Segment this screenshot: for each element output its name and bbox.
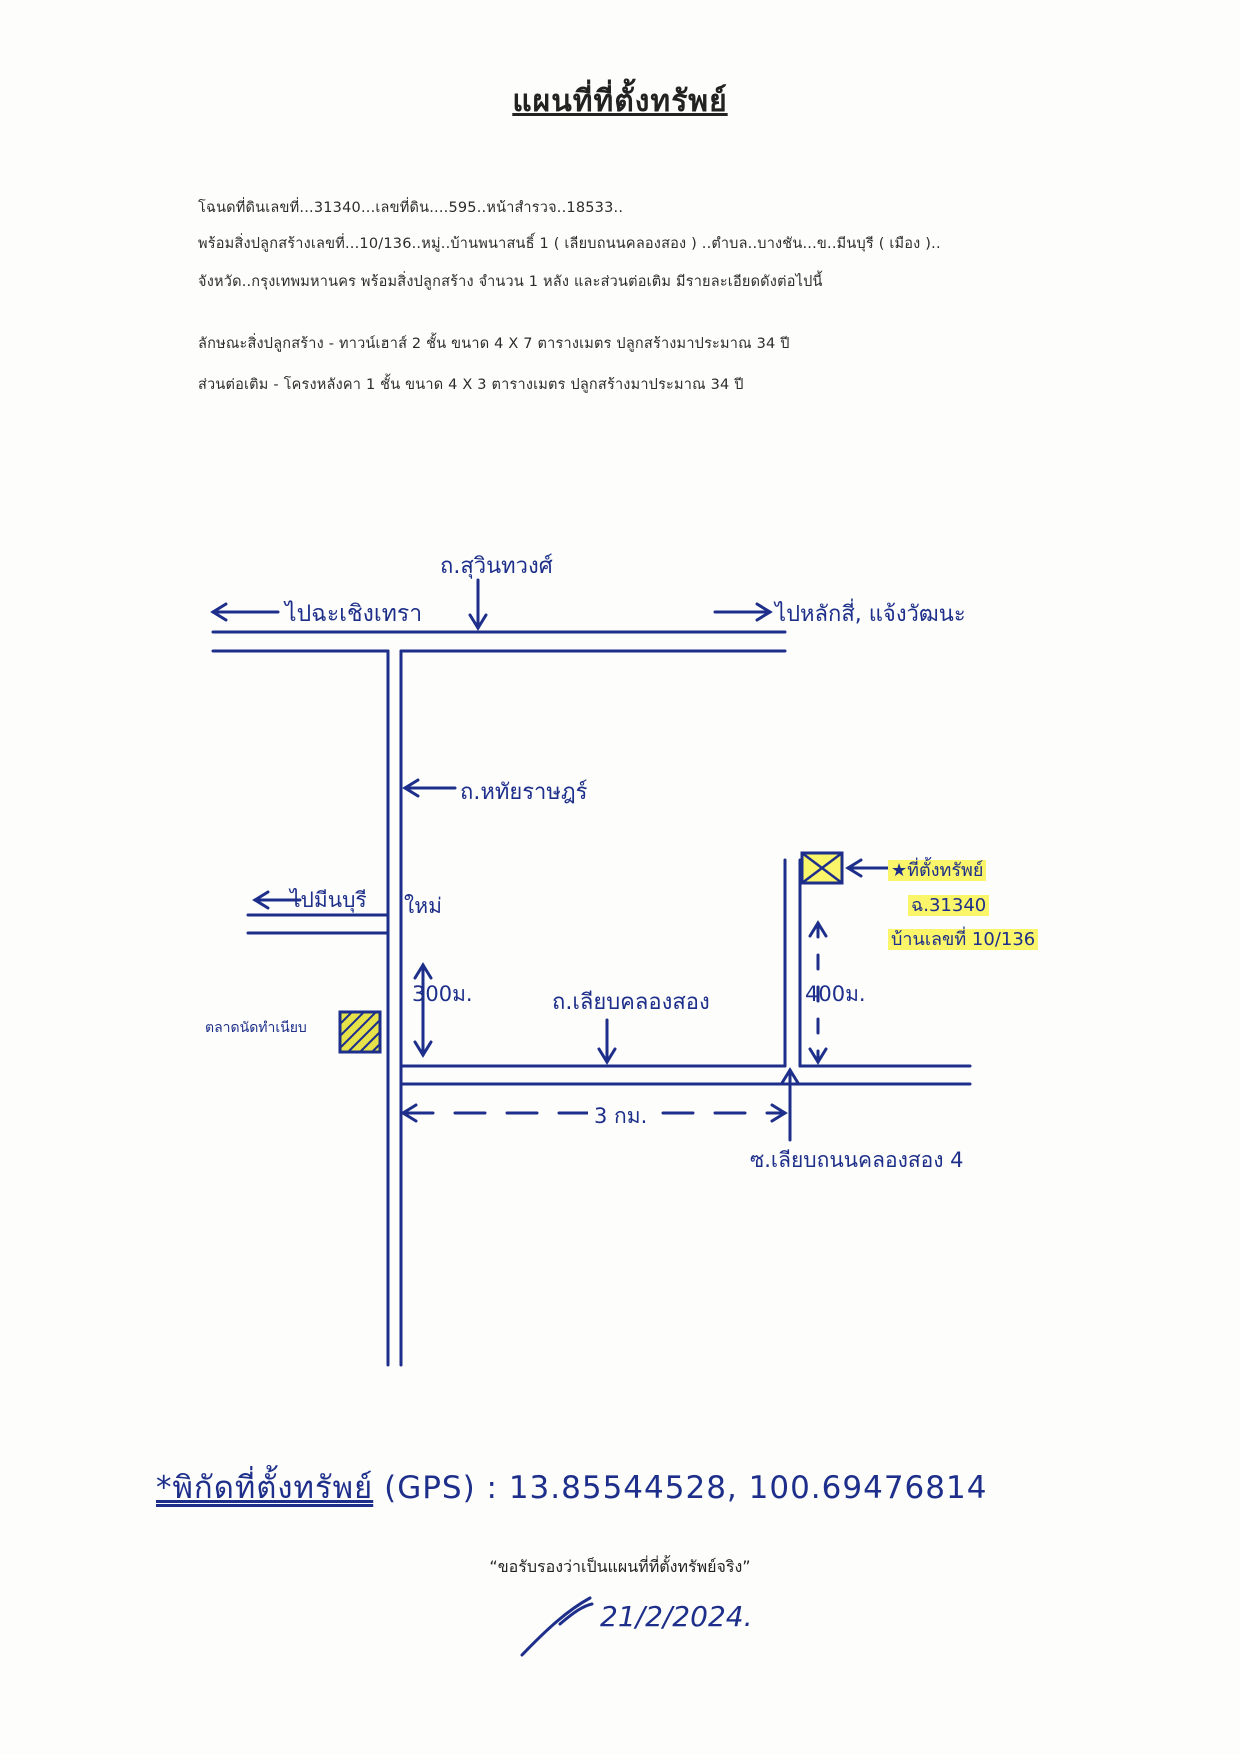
road-label-suwinthawong: ถ.สุวินทวงศ์ [440, 554, 553, 579]
label-to-laksi: ไปหลักสี่, แจ้งวัฒนะ [775, 602, 966, 627]
deed-info-line-1: โฉนดที่ดินเลขที่...31340...เลขที่ดิน....… [198, 200, 624, 216]
deed-info-line-2: พร้อมสิ่งปลูกสร้างเลขที่...10/136..หมู่.… [198, 236, 941, 252]
building-line-1: ลักษณะสิ่งปลูกสร้าง - ทาวน์เฮาส์ 2 ชั้น … [198, 336, 790, 352]
document-title: แผนที่ที่ตั้งทรัพย์ [512, 84, 728, 119]
certification-text: “ขอรับรองว่าเป็นแผนที่ที่ตั้งทรัพย์จริง” [489, 1557, 751, 1576]
label-market: ตลาดนัดทำเนียบ [205, 1020, 307, 1036]
label-3km: 3 กม. [588, 1100, 654, 1133]
deed-info-line-3: จังหวัด..กรุงเทพมหานคร พร้อมสิ่งปลูกสร้า… [198, 274, 823, 290]
label-400m: 400ม. [805, 982, 866, 1006]
label-soi: ซ.เลียบถนนคลองสอง 4 [750, 1148, 964, 1172]
property-deed-label: ฉ.31340 [908, 890, 990, 919]
road-label-hathairat: ถ.หทัยราษฎร์ [460, 780, 588, 805]
gps-coordinates: *พิกัดที่ตั้งทรัพย์ (GPS) : 13.85544528,… [156, 1462, 987, 1512]
gps-label: *พิกัดที่ตั้งทรัพย์ [156, 1470, 374, 1506]
label-mai: ใหม่ [404, 894, 442, 918]
property-house-label: บ้านเลขที่ 10/136 [888, 924, 1039, 953]
road-label-liab-klong: ถ.เลียบคลองสอง [552, 990, 710, 1015]
property-star-label: ★ที่ตั้งทรัพย์ [888, 855, 987, 884]
label-to-minburi: ไปมีนบุรี [290, 888, 367, 912]
gps-value: (GPS) : 13.85544528, 100.69476814 [384, 1470, 988, 1506]
label-300m: 300ม. [412, 982, 473, 1006]
signature-date: 21/2/2024. [600, 1600, 753, 1633]
label-to-chachoengsao: ไปฉะเชิงเทรา [285, 601, 423, 627]
building-line-2: ส่วนต่อเติม - โครงหลังคา 1 ชั้น ขนาด 4 X… [198, 377, 744, 393]
